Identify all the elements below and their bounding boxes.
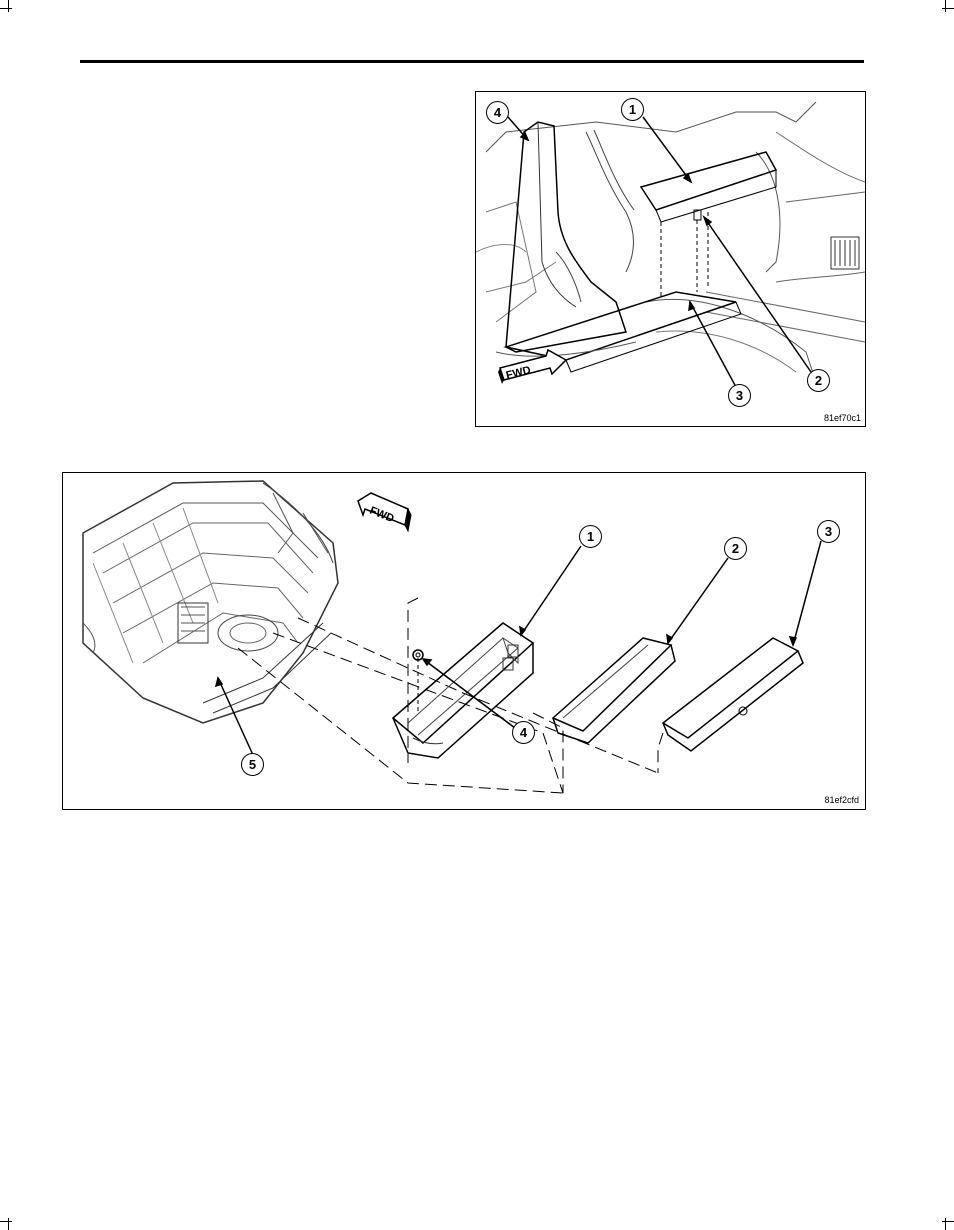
crop-mark-bottom-right-h bbox=[942, 1221, 954, 1222]
callout-1: 1 bbox=[579, 525, 602, 548]
storage-bin-illustration: FWD bbox=[63, 473, 865, 809]
callout-5: 5 bbox=[241, 753, 264, 776]
crop-mark-top-left-h bbox=[0, 8, 12, 9]
callout-4: 4 bbox=[512, 721, 535, 744]
crop-mark-top-right-h bbox=[942, 8, 954, 9]
crop-mark-top-left-v bbox=[8, 0, 9, 12]
figure-code: 81ef70c1 bbox=[824, 413, 861, 423]
callout-3: 3 bbox=[817, 520, 840, 543]
crop-mark-bottom-left-v bbox=[8, 1218, 9, 1230]
callout-3: 3 bbox=[728, 384, 751, 407]
callout-4: 4 bbox=[486, 101, 509, 124]
figure-storage-bin: FWD 1 2 3 4 5 81ef2cfd bbox=[62, 472, 866, 810]
header-rule bbox=[80, 60, 864, 63]
crop-mark-top-right-v bbox=[945, 0, 946, 12]
figure-code: 81ef2cfd bbox=[824, 795, 859, 805]
crop-mark-bottom-left-h bbox=[0, 1221, 12, 1222]
fwd-arrow-icon: FWD bbox=[498, 350, 566, 384]
callout-2: 2 bbox=[724, 537, 747, 560]
callout-2: 2 bbox=[807, 369, 830, 392]
figure-pillar-trim: FWD 1 2 3 4 81ef70c1 bbox=[475, 91, 866, 427]
callout-1: 1 bbox=[621, 98, 644, 121]
crop-mark-bottom-right-v bbox=[945, 1218, 946, 1230]
